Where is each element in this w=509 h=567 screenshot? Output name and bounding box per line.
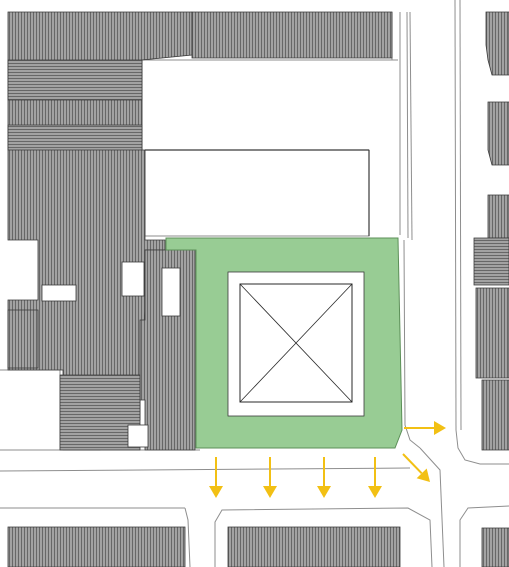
street-line — [459, 0, 462, 431]
exit-flow-arrow-icon — [317, 486, 331, 498]
street-line — [459, 505, 509, 567]
building — [475, 287, 509, 379]
building — [7, 526, 186, 567]
courtyard-void — [41, 284, 77, 302]
building — [487, 101, 509, 166]
courtyard-void — [121, 261, 145, 297]
exit-flow-arrows — [209, 421, 446, 498]
street-line — [409, 11, 413, 241]
exit-flow-arrow-icon — [416, 468, 430, 482]
roof-diagonal — [239, 283, 353, 403]
building — [7, 124, 143, 151]
courtyard-open-space — [227, 271, 365, 417]
building — [59, 374, 141, 451]
street-line — [455, 429, 509, 465]
street-line — [0, 467, 411, 472]
building — [227, 526, 401, 567]
exit-flow-arrow-icon — [434, 421, 446, 435]
courtyard-void — [161, 267, 181, 317]
highlighted-site — [165, 237, 403, 449]
building — [485, 11, 509, 76]
street-line — [406, 11, 409, 239]
building — [191, 11, 393, 59]
street-line — [454, 0, 457, 431]
street-line — [419, 447, 445, 567]
building — [139, 249, 196, 451]
courtyard-void — [127, 424, 149, 448]
street-line — [184, 507, 191, 567]
building — [487, 194, 509, 239]
exit-flow-arrow-icon — [209, 486, 223, 498]
street-line — [214, 507, 433, 567]
buildings — [7, 11, 509, 567]
courtyard-pyramid-roof-icon — [239, 283, 353, 403]
building — [7, 309, 39, 369]
street-line — [403, 239, 421, 449]
exit-flow-arrow-icon — [263, 486, 277, 498]
building — [7, 59, 143, 101]
exit-flow-arrow-icon-shaft — [402, 453, 423, 475]
building — [481, 379, 509, 451]
building — [473, 237, 509, 286]
open-block-ticks — [145, 149, 370, 236]
building — [481, 527, 509, 567]
exit-flow-arrow-icon — [368, 486, 382, 498]
